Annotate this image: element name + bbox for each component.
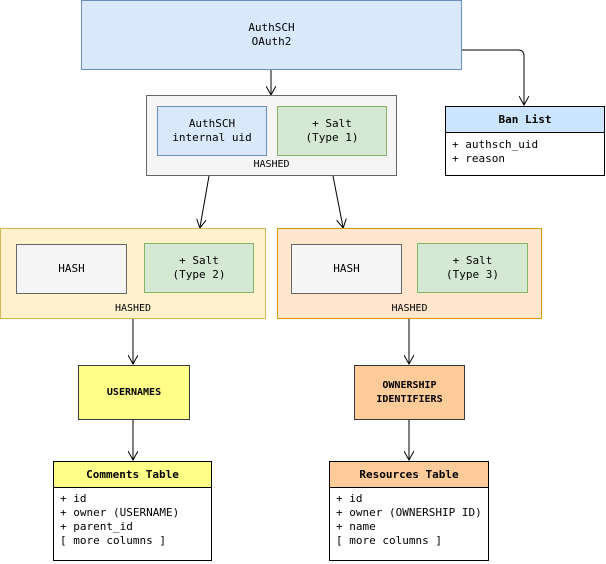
table-row: + owner (USERNAME) <box>60 506 180 519</box>
table-row: [ more columns ] <box>336 534 442 547</box>
oauth-node: AuthSCH OAuth2 <box>81 0 462 70</box>
arrow-uid-to-left-group <box>200 175 210 227</box>
arrow-uid-to-right-group <box>332 175 343 227</box>
salt-type1-node: + Salt (Type 1) <box>277 106 387 156</box>
ownership-identifiers-node: OWNERSHIP IDENTIFIERS <box>354 365 465 420</box>
comments-table-rows: + id + owner (USERNAME) + parent_id [ mo… <box>54 488 211 548</box>
salt-type2-node: + Salt (Type 2) <box>144 243 254 293</box>
table-row: + parent_id <box>60 520 133 533</box>
arrow-oauth-to-ban-list <box>461 49 524 104</box>
table-row: + id <box>336 492 363 505</box>
left-hash-node: HASH <box>16 244 127 294</box>
left-group-label: HASHED <box>114 303 152 314</box>
resources-table: Resources Table + id + owner (OWNERSHIP … <box>329 461 489 561</box>
right-group-label: HASHED <box>391 303 428 314</box>
table-row: + reason <box>452 152 505 165</box>
uid-group-label: HASHED <box>253 159 290 170</box>
oauth-subtitle: OAuth2 <box>251 35 292 48</box>
uid-hashed-group: AuthSCH internal uid + Salt (Type 1) HAS… <box>146 95 397 176</box>
right-hash-node: HASH <box>291 244 402 294</box>
authsch-uid-node: AuthSCH internal uid <box>157 106 267 156</box>
comments-table: Comments Table + id + owner (USERNAME) +… <box>53 461 212 561</box>
resources-table-rows: + id + owner (OWNERSHIP ID) + name [ mor… <box>330 488 488 548</box>
usernames-node: USERNAMES <box>78 365 190 420</box>
ban-list-title: Ban List <box>446 107 604 133</box>
table-row: + owner (OWNERSHIP ID) <box>336 506 482 519</box>
right-hashed-group: HASH + Salt (Type 3) HASHED <box>277 228 542 319</box>
salt-type3-node: + Salt (Type 3) <box>417 243 528 293</box>
ban-list-rows: + authsch_uid + reason <box>446 133 604 166</box>
left-hashed-group: HASH + Salt (Type 2) HASHED <box>0 228 266 319</box>
ban-list-table: Ban List + authsch_uid + reason <box>445 106 605 176</box>
comments-table-title: Comments Table <box>54 462 211 488</box>
table-row: + authsch_uid <box>452 138 539 151</box>
table-row: [ more columns ] <box>60 534 166 547</box>
table-row: + id <box>60 492 87 505</box>
resources-table-title: Resources Table <box>330 462 488 488</box>
oauth-title: AuthSCH <box>248 21 295 34</box>
table-row: + name <box>336 520 376 533</box>
